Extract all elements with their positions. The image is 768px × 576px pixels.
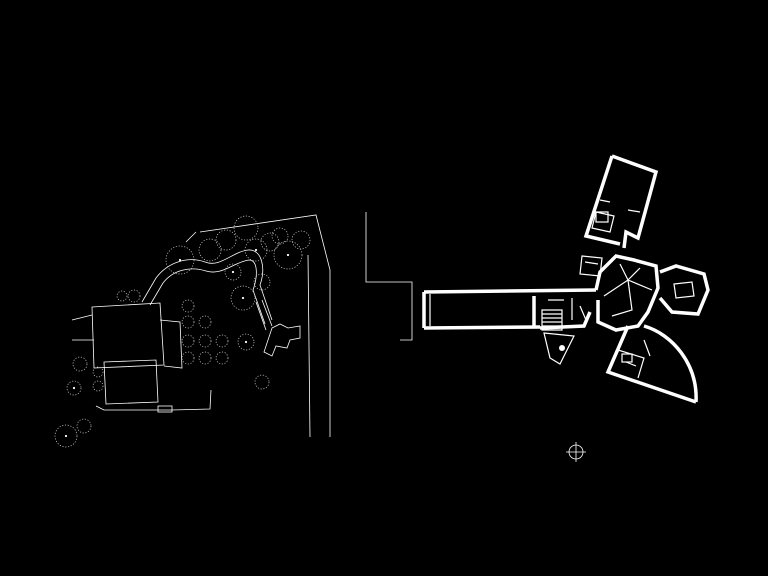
- tree-icon: [198, 351, 212, 365]
- property-line: [199, 214, 331, 437]
- building-footprint-lower: [103, 359, 159, 405]
- south-wing-partitions: [617, 339, 651, 379]
- tree-icon: [72, 356, 88, 372]
- tree-icon: [215, 334, 229, 348]
- building-footprint-main: [91, 302, 165, 369]
- tree-icon: [198, 334, 212, 348]
- north-room-wall: [583, 154, 659, 249]
- tree-icon: [92, 366, 104, 378]
- building-footprint-wing: [159, 319, 183, 369]
- tree-center: [231, 270, 235, 274]
- gallery-wall: [422, 288, 597, 330]
- tree-icon: [76, 418, 92, 434]
- tree-icon: [230, 285, 256, 311]
- tree-icon: [253, 273, 271, 291]
- north-link: [579, 255, 603, 277]
- bath-fixture: [595, 211, 609, 223]
- entry-path: [71, 314, 94, 341]
- tree-icon: [215, 351, 229, 365]
- tree-icon: [291, 230, 311, 250]
- tree-icon: [254, 374, 270, 390]
- tree-center: [254, 248, 258, 252]
- curved-wall: [643, 324, 698, 403]
- tree-icon: [66, 380, 82, 396]
- driveway: [141, 249, 273, 321]
- tree-icon: [181, 315, 195, 329]
- step: [157, 405, 173, 413]
- tree-icon: [233, 215, 259, 241]
- tree-icon: [92, 380, 104, 392]
- entry-bay: [543, 332, 575, 365]
- tree-icon: [54, 424, 78, 448]
- tree-center: [244, 340, 248, 344]
- tree-center: [286, 253, 290, 257]
- site-edge: [185, 231, 197, 243]
- tree-icon: [215, 229, 237, 251]
- driveway-edge: [149, 259, 266, 325]
- tree-center: [241, 296, 245, 300]
- tree-icon: [224, 263, 242, 281]
- tree-icon: [244, 238, 268, 262]
- north-room-fixtures: [591, 199, 641, 233]
- tree-center: [72, 386, 76, 390]
- north-arrow-icon: [566, 442, 586, 462]
- tree-icon: [260, 232, 280, 252]
- site-wall: [95, 389, 212, 411]
- service-partition: [548, 298, 587, 321]
- east-room-furniture: [673, 281, 695, 299]
- tree-icon: [127, 289, 141, 303]
- tree-icon: [237, 333, 255, 351]
- tree-icon: [181, 334, 195, 348]
- bath-fixture: [621, 353, 633, 363]
- tree-icon: [165, 245, 195, 275]
- ground-line: [365, 212, 413, 341]
- annex-footprint: [263, 323, 301, 357]
- floor-plan: [365, 154, 710, 462]
- tree-icon: [198, 315, 212, 329]
- stair: [541, 309, 563, 331]
- annex-link: [255, 299, 273, 331]
- site-plan: [54, 214, 331, 448]
- tree-icon: [271, 227, 289, 245]
- service-wall: [539, 311, 592, 330]
- tree-icon: [181, 299, 195, 313]
- hub-wall: [594, 254, 660, 332]
- tree-icon: [198, 238, 222, 262]
- trees: [54, 215, 311, 448]
- tree-icon: [116, 290, 128, 302]
- tree-icon: [273, 240, 303, 270]
- road-edge: [307, 254, 311, 438]
- tree-center: [64, 434, 68, 438]
- east-room-wall: [658, 264, 710, 316]
- tree-icon: [181, 351, 195, 365]
- hub-facets: [603, 263, 653, 317]
- tree-center: [178, 258, 182, 262]
- column: [559, 345, 565, 351]
- south-wing-wall: [605, 325, 697, 404]
